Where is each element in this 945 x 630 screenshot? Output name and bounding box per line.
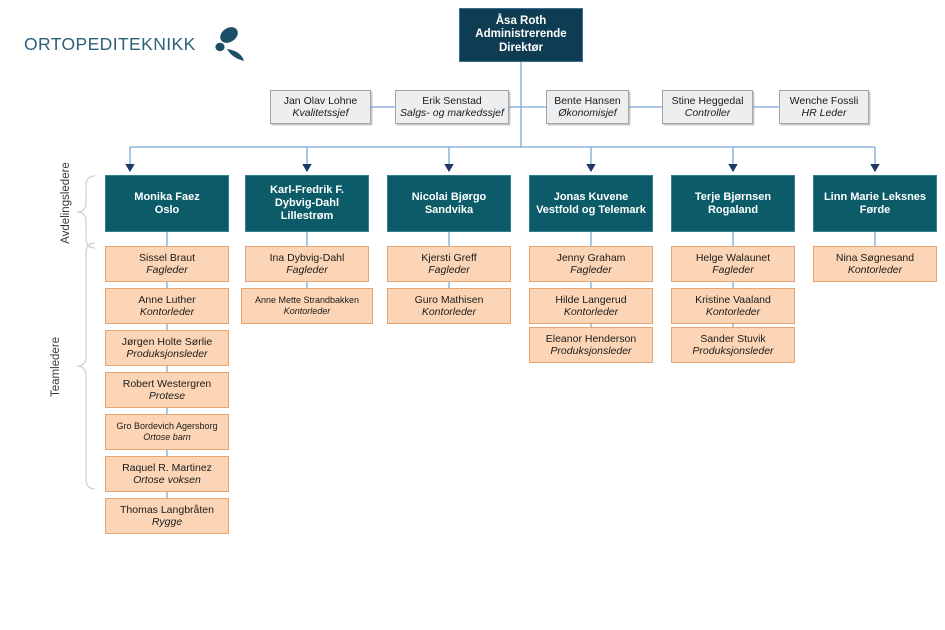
- executive-role-line1: Administrerende: [475, 28, 567, 41]
- team-member-role: Kontorleder: [139, 306, 195, 318]
- department-location: Lillestrøm: [280, 209, 334, 222]
- team-member-name: Helge Walaunet: [695, 251, 771, 264]
- staff-node-hr-leder[interactable]: Wenche Fossli HR Leder: [779, 90, 869, 124]
- team-member-name: Guro Mathisen: [414, 293, 484, 306]
- team-node[interactable]: Ina Dybvig-Dahl Fagleder: [245, 246, 369, 282]
- team-node[interactable]: Kjersti Greff Fagleder: [387, 246, 511, 282]
- department-node-lillestrom[interactable]: Karl-Fredrik F. Dybvig-Dahl Lillestrøm: [245, 175, 369, 232]
- department-location: Rogaland: [707, 203, 759, 216]
- team-member-role: Rygge: [151, 516, 183, 528]
- team-member-role: Ortose barn: [143, 432, 191, 442]
- team-member-role: Fagleder: [570, 264, 612, 276]
- staff-name: Stine Heggedal: [671, 94, 744, 107]
- staff-name: Jan Olav Lohne: [283, 94, 358, 107]
- group-label-teamledere: Teamledere: [50, 336, 62, 398]
- executive-node[interactable]: Åsa Roth Administrerende Direktør: [459, 8, 583, 62]
- team-node[interactable]: Sissel Braut Fagleder: [105, 246, 229, 282]
- department-location: Vestfold og Telemark: [536, 203, 646, 216]
- department-name: Monika Faez: [134, 190, 200, 203]
- team-member-role: Protese: [148, 390, 186, 402]
- team-member-name: Anne Mette Strandbakken: [254, 295, 360, 306]
- team-node[interactable]: Gro Bordevich Agersborg Ortose barn: [105, 414, 229, 450]
- team-node[interactable]: Sander Stuvik Produksjonsleder: [671, 327, 795, 363]
- team-node[interactable]: Jenny Graham Fagleder: [529, 246, 653, 282]
- team-node[interactable]: Jørgen Holte Sørlie Produksjonsleder: [105, 330, 229, 366]
- department-name: Karl-Fredrik F.: [270, 184, 344, 197]
- staff-role: HR Leder: [801, 107, 847, 119]
- team-member-role: Fagleder: [146, 264, 188, 276]
- team-member-role: Kontorleder: [847, 264, 903, 276]
- team-member-name: Kristine Vaaland: [695, 293, 771, 306]
- team-member-name: Kjersti Greff: [421, 251, 477, 264]
- department-location: Sandvika: [424, 203, 474, 216]
- team-member-name: Anne Luther: [138, 293, 196, 306]
- team-node[interactable]: Anne Luther Kontorleder: [105, 288, 229, 324]
- department-location: Oslo: [154, 203, 180, 216]
- logo-foot-icon: [215, 27, 244, 61]
- department-name-line2: Dybvig-Dahl: [274, 197, 340, 210]
- team-node[interactable]: Helge Walaunet Fagleder: [671, 246, 795, 282]
- staff-name: Wenche Fossli: [789, 94, 859, 107]
- group-label-avdelingsledere: Avdelingsledere: [60, 162, 72, 244]
- team-member-name: Sander Stuvik: [700, 332, 766, 345]
- team-member-role: Fagleder: [712, 264, 754, 276]
- department-node-oslo[interactable]: Monika Faez Oslo: [105, 175, 229, 232]
- staff-name: Erik Senstad: [422, 94, 482, 107]
- team-member-name: Thomas Langbråten: [120, 503, 214, 516]
- staff-name: Bente Hansen: [554, 94, 621, 107]
- team-member-name: Sissel Braut: [138, 251, 196, 264]
- staff-node-controller[interactable]: Stine Heggedal Controller: [662, 90, 753, 124]
- team-member-role: Kontorleder: [421, 306, 477, 318]
- staff-node-kvalitetssjef[interactable]: Jan Olav Lohne Kvalitetssjef: [270, 90, 371, 124]
- team-node[interactable]: Anne Mette Strandbakken Kontorleder: [241, 288, 373, 324]
- team-node[interactable]: Thomas Langbråten Rygge: [105, 498, 229, 534]
- executive-name: Åsa Roth: [495, 14, 547, 27]
- team-node[interactable]: Robert Westergren Protese: [105, 372, 229, 408]
- staff-node-okonomisjef[interactable]: Bente Hansen Økonomisjef: [546, 90, 629, 124]
- team-node[interactable]: Raquel R. Martinez Ortose voksen: [105, 456, 229, 492]
- team-member-role: Fagleder: [286, 264, 328, 276]
- team-member-name: Hilde Langerud: [555, 293, 627, 306]
- department-node-rogaland[interactable]: Terje Bjørnsen Rogaland: [671, 175, 795, 232]
- executive-role-line2: Direktør: [498, 41, 544, 54]
- staff-role: Økonomisjef: [558, 107, 617, 119]
- team-node[interactable]: Eleanor Henderson Produksjonsleder: [529, 327, 653, 363]
- team-member-role: Produksjonsleder: [550, 345, 632, 357]
- department-name: Linn Marie Leksnes: [823, 190, 927, 203]
- team-member-name: Jenny Graham: [556, 251, 626, 264]
- team-member-name: Nina Søgnesand: [835, 251, 915, 264]
- group-braces: [76, 175, 96, 490]
- team-member-role: Produksjonsleder: [126, 348, 208, 360]
- team-member-name: Raquel R. Martinez: [122, 461, 212, 474]
- ortopediteknikk-logo: ORTOPEDITEKNIKK: [24, 27, 244, 61]
- team-node[interactable]: Nina Søgnesand Kontorleder: [813, 246, 937, 282]
- team-member-role: Ortose voksen: [133, 474, 201, 486]
- team-member-name: Ina Dybvig-Dahl: [269, 251, 345, 264]
- team-node[interactable]: Hilde Langerud Kontorleder: [529, 288, 653, 324]
- team-member-name: Robert Westergren: [122, 377, 212, 390]
- team-member-role: Kontorleder: [283, 306, 331, 316]
- team-member-name: Jørgen Holte Sørlie: [121, 335, 213, 348]
- team-member-role: Fagleder: [428, 264, 470, 276]
- team-node[interactable]: Guro Mathisen Kontorleder: [387, 288, 511, 324]
- staff-role: Salgs- og markedssjef: [400, 107, 504, 119]
- staff-role: Kvalitetssjef: [292, 107, 349, 119]
- logo-wordmark: ORTOPEDITEKNIKK: [24, 34, 196, 54]
- department-node-sandvika[interactable]: Nicolai Bjørgo Sandvika: [387, 175, 511, 232]
- department-name: Terje Bjørnsen: [694, 190, 772, 203]
- department-node-forde[interactable]: Linn Marie Leksnes Førde: [813, 175, 937, 232]
- team-node[interactable]: Kristine Vaaland Kontorleder: [671, 288, 795, 324]
- team-member-name: Gro Bordevich Agersborg: [116, 421, 218, 432]
- department-location: Førde: [859, 203, 891, 216]
- team-member-role: Kontorleder: [563, 306, 619, 318]
- department-node-vestfold-telemark[interactable]: Jonas Kuvene Vestfold og Telemark: [529, 175, 653, 232]
- team-member-name: Eleanor Henderson: [545, 332, 637, 345]
- staff-node-salgssjef[interactable]: Erik Senstad Salgs- og markedssjef: [395, 90, 509, 124]
- department-name: Nicolai Bjørgo: [411, 190, 487, 203]
- staff-role: Controller: [684, 107, 731, 119]
- team-member-role: Produksjonsleder: [692, 345, 774, 357]
- team-member-role: Kontorleder: [705, 306, 761, 318]
- department-name: Jonas Kuvene: [553, 190, 629, 203]
